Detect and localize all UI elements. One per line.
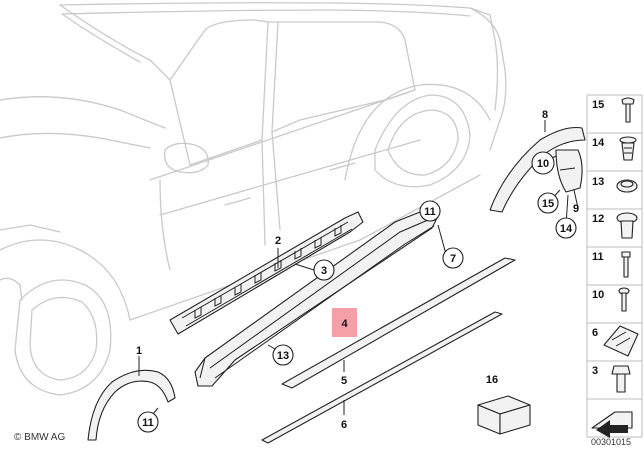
part-5-molding-strip[interactable] xyxy=(281,257,516,389)
bolt-icon xyxy=(611,365,631,393)
sidebar-item-15[interactable]: 15 xyxy=(592,97,635,123)
svg-text:16: 16 xyxy=(486,374,498,386)
svg-text:3: 3 xyxy=(321,265,327,277)
part-16-box[interactable]: 16 xyxy=(477,374,531,435)
document-number: 00301015 xyxy=(591,437,632,447)
expanding-rivet-icon xyxy=(616,212,638,239)
svg-text:11: 11 xyxy=(142,417,154,429)
svg-text:12: 12 xyxy=(592,213,604,225)
clamp-icon xyxy=(603,325,639,357)
label-1: 1 xyxy=(136,345,142,357)
svg-text:14: 14 xyxy=(560,223,573,235)
direction-arrow-icon xyxy=(591,411,633,438)
callout-13[interactable]: 13 xyxy=(272,344,294,366)
label-6: 6 xyxy=(341,419,347,431)
svg-text:11: 11 xyxy=(592,251,604,263)
part-2-carrier-rail[interactable] xyxy=(169,211,364,335)
svg-text:13: 13 xyxy=(592,176,604,188)
label-8: 8 xyxy=(542,109,548,121)
clip-icon xyxy=(616,179,638,193)
svg-text:15: 15 xyxy=(592,99,604,111)
part-8-rear-arch-trim[interactable] xyxy=(489,126,586,213)
callout-11-lower[interactable]: 11 xyxy=(137,411,159,433)
copyright-text: © BMW AG xyxy=(14,432,66,443)
sidebar-item-12[interactable]: 12 xyxy=(592,212,638,239)
sidebar-item-3[interactable]: 3 xyxy=(592,365,631,393)
svg-text:14: 14 xyxy=(592,137,605,149)
part-1-front-arch-trim[interactable] xyxy=(87,369,176,441)
svg-text:3: 3 xyxy=(592,365,598,377)
svg-text:10: 10 xyxy=(537,158,549,170)
sidebar-item-14[interactable]: 14 xyxy=(592,136,637,161)
callout-3[interactable]: 3 xyxy=(313,259,335,281)
part-4-side-skirt[interactable] xyxy=(194,209,441,387)
screw-icon xyxy=(621,251,631,278)
svg-text:10: 10 xyxy=(592,289,604,301)
label-5: 5 xyxy=(341,375,347,387)
expanding-rivet-icon xyxy=(619,136,637,161)
svg-text:11: 11 xyxy=(424,206,436,218)
screw-icon xyxy=(621,97,635,123)
sidebar-item-11[interactable]: 11 xyxy=(592,251,631,278)
label-2: 2 xyxy=(275,235,281,247)
svg-text:7: 7 xyxy=(450,253,456,265)
sidebar-item-13[interactable]: 13 xyxy=(592,176,638,193)
callout-14[interactable]: 14 xyxy=(555,217,577,239)
callout-7[interactable]: 7 xyxy=(442,247,464,269)
label-9: 9 xyxy=(573,203,579,215)
label-4-highlight[interactable]: 4 xyxy=(332,308,357,337)
sidebar-item-10[interactable]: 10 xyxy=(592,287,630,312)
svg-text:4: 4 xyxy=(341,318,348,330)
sidebar-item-6[interactable]: 6 xyxy=(592,325,639,357)
rivet-icon xyxy=(618,287,630,312)
part-6-long-strip[interactable] xyxy=(261,311,503,444)
vehicle-outline xyxy=(0,2,507,396)
svg-text:15: 15 xyxy=(542,198,554,210)
callout-11-upper[interactable]: 11 xyxy=(419,200,441,222)
svg-text:6: 6 xyxy=(592,327,598,339)
callout-15[interactable]: 15 xyxy=(537,192,559,214)
svg-text:13: 13 xyxy=(277,350,289,362)
fastener-sidebar: 15 14 13 12 xyxy=(586,94,643,438)
callout-10[interactable]: 10 xyxy=(531,151,555,175)
